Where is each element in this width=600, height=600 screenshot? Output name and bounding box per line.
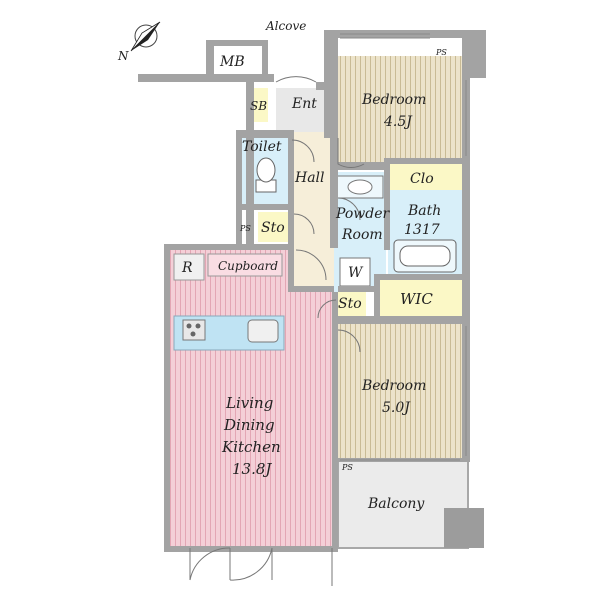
balcony-pillar <box>444 508 484 548</box>
storage-area-2 <box>336 292 366 320</box>
wash-basin-icon <box>336 175 384 199</box>
label-mb: MB <box>219 54 245 70</box>
door-swings <box>189 76 365 586</box>
label-alcove: Alcove <box>265 19 306 33</box>
hall-floor <box>290 132 334 250</box>
walk-in-closet-area <box>376 278 462 318</box>
label-entrance: Ent <box>291 96 317 112</box>
label-ps-balcony: PS <box>341 463 353 472</box>
compass-label: N <box>117 49 129 63</box>
label-toilet: Toilet <box>242 139 282 155</box>
label-ldk-size: 13.8J <box>232 460 272 478</box>
walls <box>138 30 486 552</box>
label-powder-room-2: Room <box>341 227 383 243</box>
label-wic: WIC <box>400 290 433 308</box>
hall-floor-lower <box>288 250 334 290</box>
label-bedroom-lower-size: 5.0J <box>382 400 411 416</box>
label-ps-top: PS <box>435 48 447 57</box>
windows <box>340 33 467 461</box>
refrigerator-space <box>173 253 205 281</box>
label-bath: Bath <box>407 203 441 219</box>
label-ldk-1: Living <box>225 394 273 412</box>
stove-icon <box>182 319 206 341</box>
label-balcony: Balcony <box>367 496 425 512</box>
label-hall: Hall <box>294 170 325 186</box>
toilet-icon <box>255 157 277 193</box>
label-closet: Clo <box>410 171 434 187</box>
label-bedroom-lower: Bedroom <box>361 378 426 394</box>
label-storage-1: Sto <box>261 220 285 236</box>
label-sb: SB <box>250 99 267 113</box>
label-bedroom-upper-size: 4.5J <box>383 114 413 130</box>
label-ps-left: PS <box>239 224 251 233</box>
label-refrigerator: R <box>181 260 193 276</box>
storage-area-1 <box>258 212 288 242</box>
ldk-floor-extension <box>288 290 334 548</box>
label-washer: W <box>348 265 364 281</box>
label-cupboard: Cupboard <box>218 259 278 273</box>
label-storage-2: Sto <box>338 296 362 312</box>
bedroom-upper-floor <box>338 56 462 162</box>
label-bedroom-upper: Bedroom <box>361 92 426 108</box>
closet-area <box>388 164 462 190</box>
cupboard <box>207 253 283 277</box>
kitchen-sink-icon <box>247 319 279 343</box>
label-powder-room-1: Powder <box>335 206 391 222</box>
washing-machine-space <box>339 257 371 287</box>
compass-icon: N <box>117 21 161 63</box>
bathtub-icon <box>393 239 457 273</box>
label-ldk-2: Dining <box>223 416 275 434</box>
label-ldk-3: Kitchen <box>221 438 281 456</box>
ldk-floor <box>168 248 288 548</box>
label-bath-size: 1317 <box>404 222 440 238</box>
